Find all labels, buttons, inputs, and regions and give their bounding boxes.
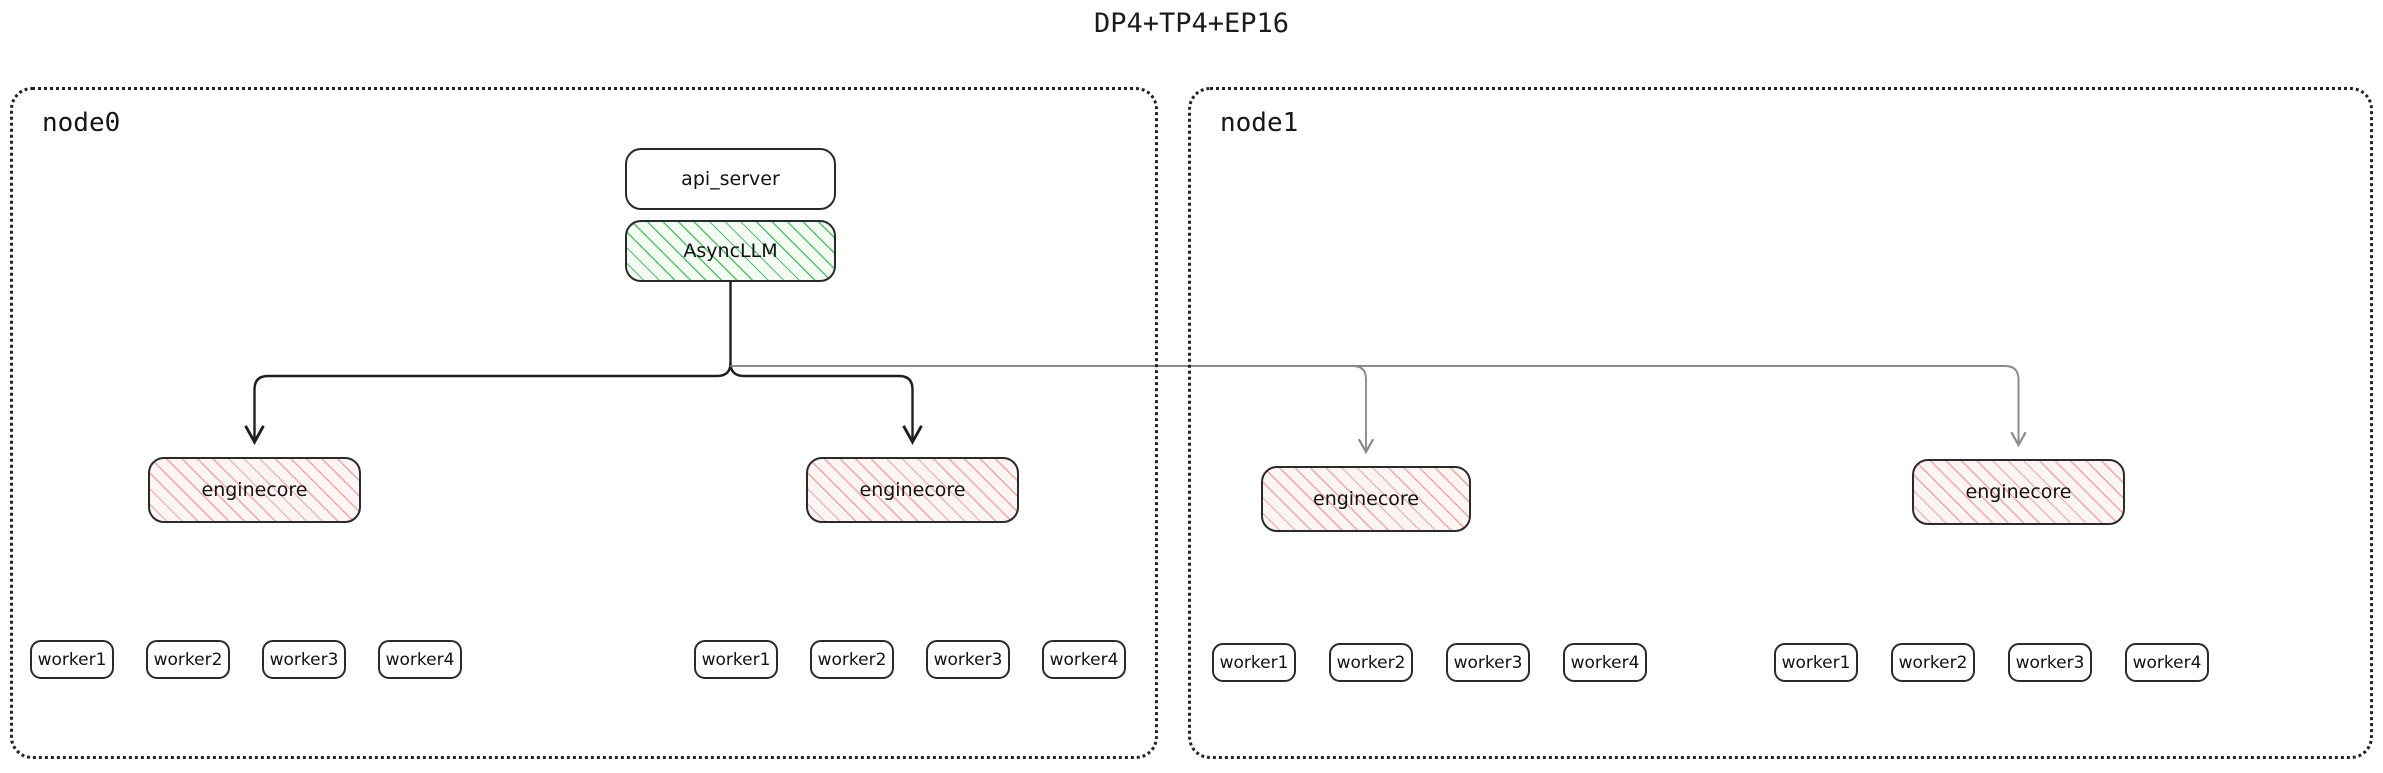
node-ec2[interactable]: enginecore xyxy=(1261,466,1471,532)
worker-label: worker1 xyxy=(37,649,107,670)
node-ec3[interactable]: enginecore xyxy=(1912,459,2125,525)
worker-chip[interactable]: worker4 xyxy=(1563,643,1647,682)
worker-label: worker1 xyxy=(701,649,771,670)
node-label: api_server xyxy=(681,168,780,190)
node-async_llm[interactable]: AsyncLLM xyxy=(625,220,836,282)
worker-label: worker4 xyxy=(1049,649,1119,670)
worker-chip[interactable]: worker2 xyxy=(1891,643,1975,682)
worker-chip[interactable]: worker1 xyxy=(30,640,114,679)
worker-label: worker3 xyxy=(933,649,1003,670)
worker-chip[interactable]: worker3 xyxy=(926,640,1010,679)
worker-chip[interactable]: worker4 xyxy=(2125,643,2209,682)
worker-label: worker4 xyxy=(1570,652,1640,673)
worker-chip[interactable]: worker3 xyxy=(262,640,346,679)
node-api_server[interactable]: api_server xyxy=(625,148,836,210)
cluster-label-node1: node1 xyxy=(1220,108,1299,138)
worker-label: worker3 xyxy=(1453,652,1523,673)
worker-chip[interactable]: worker4 xyxy=(1042,640,1126,679)
worker-chip[interactable]: worker2 xyxy=(1329,643,1413,682)
worker-chip[interactable]: worker4 xyxy=(378,640,462,679)
worker-label: worker2 xyxy=(1898,652,1968,673)
worker-chip[interactable]: worker2 xyxy=(810,640,894,679)
worker-chip[interactable]: worker3 xyxy=(1446,643,1530,682)
worker-chip[interactable]: worker2 xyxy=(146,640,230,679)
worker-label: worker1 xyxy=(1219,652,1289,673)
node-label: enginecore xyxy=(859,479,966,501)
worker-label: worker2 xyxy=(153,649,223,670)
node-label: enginecore xyxy=(1313,488,1419,510)
worker-chip[interactable]: worker1 xyxy=(694,640,778,679)
node-ec1[interactable]: enginecore xyxy=(806,457,1019,523)
cluster-label-node0: node0 xyxy=(42,108,121,138)
node-label: enginecore xyxy=(201,479,308,501)
node-label: enginecore xyxy=(1965,481,2072,503)
worker-chip[interactable]: worker1 xyxy=(1212,643,1296,682)
node-ec0[interactable]: enginecore xyxy=(148,457,361,523)
worker-chip[interactable]: worker3 xyxy=(2008,643,2092,682)
worker-label: worker2 xyxy=(1336,652,1406,673)
worker-label: worker3 xyxy=(2015,652,2085,673)
worker-label: worker3 xyxy=(269,649,339,670)
worker-label: worker1 xyxy=(1781,652,1851,673)
worker-label: worker2 xyxy=(817,649,887,670)
node-label: AsyncLLM xyxy=(683,240,778,262)
worker-chip[interactable]: worker1 xyxy=(1774,643,1858,682)
worker-label: worker4 xyxy=(385,649,455,670)
worker-label: worker4 xyxy=(2132,652,2202,673)
page-title: DP4+TP4+EP16 xyxy=(1093,8,1290,39)
